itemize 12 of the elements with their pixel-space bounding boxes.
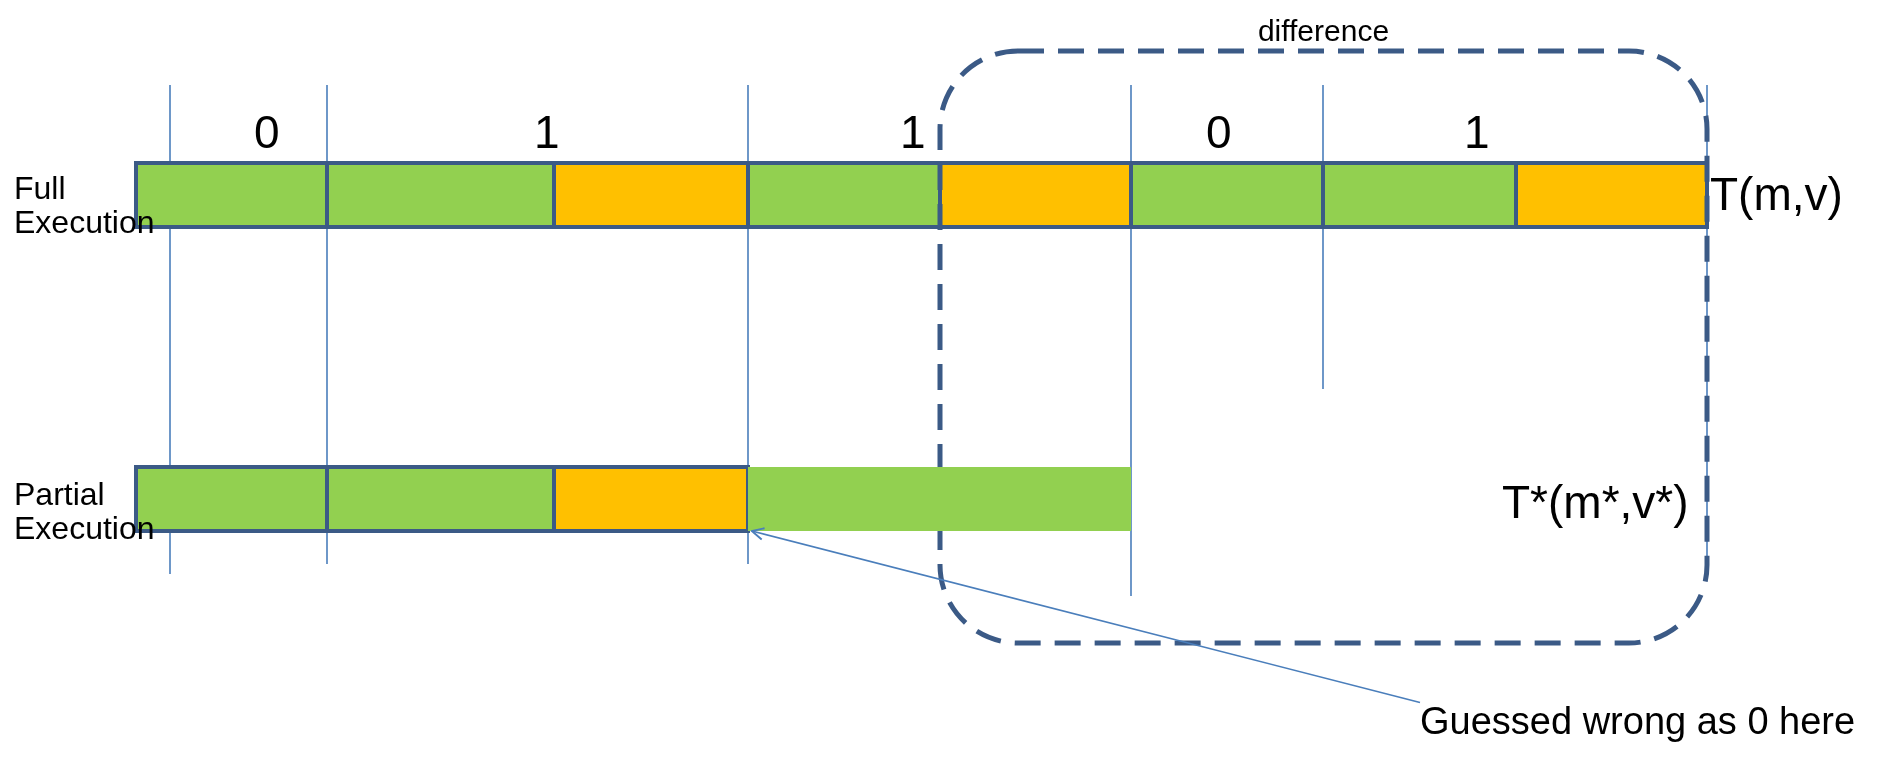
- bit-label: T*(m*,v*): [1502, 478, 1689, 527]
- bar-segment: [748, 467, 1131, 531]
- bit-label: 1: [1464, 108, 1490, 157]
- bit-label: 0: [254, 108, 280, 157]
- row-label: Full Execution: [14, 172, 156, 240]
- note-text: Guessed wrong as 0 here: [1420, 700, 1857, 743]
- leader-arrow: [750, 527, 1421, 704]
- bit-label: T(m,v): [1710, 170, 1843, 219]
- row-label: Partial Execution: [14, 478, 156, 546]
- bit-label: 0: [1206, 108, 1232, 157]
- bit-label: 1: [900, 108, 926, 157]
- bit-label: 1: [534, 108, 560, 157]
